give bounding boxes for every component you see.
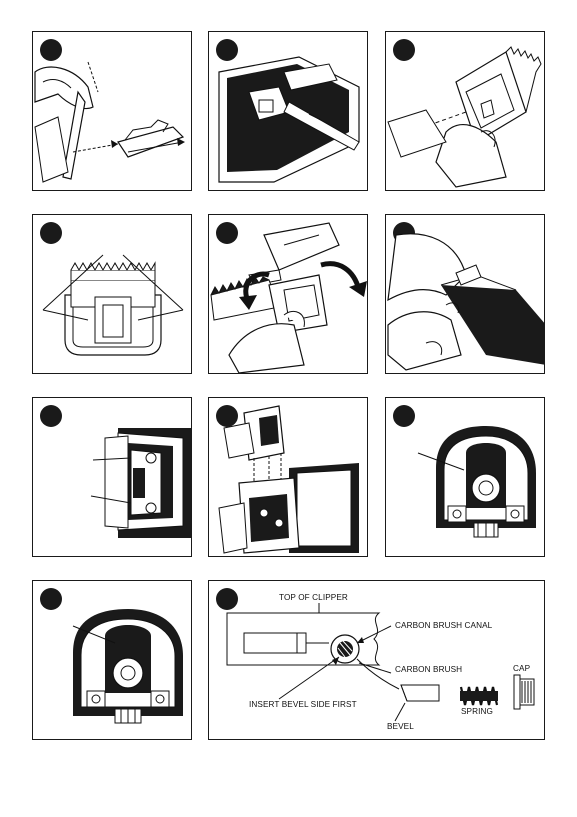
label-carbon-brush-canal: CARBON BRUSH CANAL xyxy=(395,622,492,630)
illustration-remove-blade xyxy=(33,32,192,191)
label-bevel: BEVEL xyxy=(387,723,414,731)
illustration-adjust-lever xyxy=(386,215,545,374)
label-top-of-clipper: TOP OF CLIPPER xyxy=(279,594,348,602)
label-insert-bevel-side-first: INSERT BEVEL SIDE FIRST xyxy=(249,701,357,709)
step-panel-3 xyxy=(385,31,545,191)
label-spring: SPRING xyxy=(461,708,493,716)
step-panel-10 xyxy=(32,580,192,740)
step-panel-2 xyxy=(208,31,368,191)
step-panel-4 xyxy=(32,214,192,374)
step-panel-7 xyxy=(32,397,192,557)
illustration-remove-motor-cover xyxy=(209,398,368,557)
illustration-brush-cap-end-view xyxy=(386,398,545,557)
step-panel-8 xyxy=(208,397,368,557)
label-cap: CAP xyxy=(513,665,530,673)
label-carbon-brush: CARBON BRUSH xyxy=(395,666,462,674)
illustration-carbon-brush-diagram xyxy=(209,581,545,740)
step-panel-6 xyxy=(385,214,545,374)
illustration-oil-blade xyxy=(209,215,368,374)
illustration-attach-blade xyxy=(386,32,545,191)
illustration-brush-cap-end-view-alt xyxy=(33,581,192,740)
illustration-motor-top-view xyxy=(33,398,192,557)
step-panel-5 xyxy=(208,214,368,374)
step-panel-1 xyxy=(32,31,192,191)
illustration-clean-housing xyxy=(209,32,368,191)
step-panel-11: TOP OF CLIPPER CARBON BRUSH CANAL CARBON… xyxy=(208,580,545,740)
step-panel-9 xyxy=(385,397,545,557)
illustration-blade-alignment xyxy=(33,215,192,374)
